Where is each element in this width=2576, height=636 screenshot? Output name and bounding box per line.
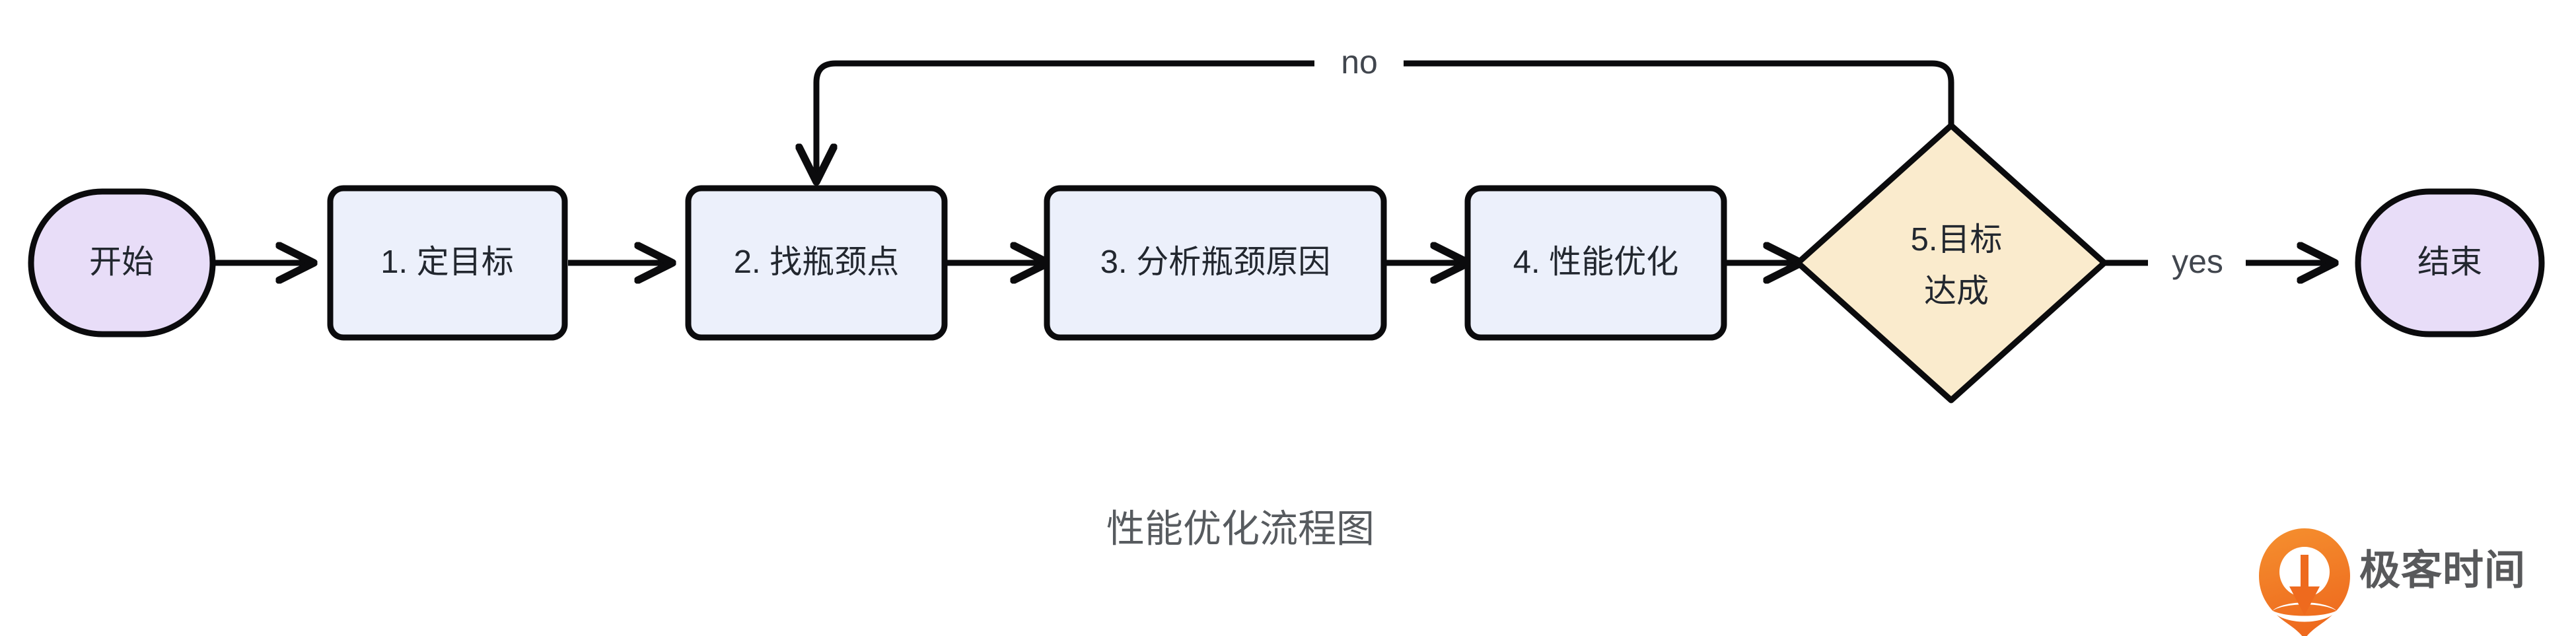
- node-end[interactable]: 结束: [2355, 188, 2545, 337]
- node-step1[interactable]: 1. 定目标: [327, 185, 568, 341]
- brand-logo-text: 极客时间: [2359, 548, 2526, 593]
- node-step2[interactable]: 2. 找瓶颈点: [685, 185, 948, 341]
- node-step1-shape: [327, 185, 568, 341]
- node-step2-label: 2. 找瓶颈点: [734, 244, 899, 280]
- node-step4-shape: [1464, 185, 1727, 341]
- node-end-label: 结束: [2417, 244, 2482, 280]
- node-step2-shape: [685, 185, 948, 341]
- node-step4-label: 4. 性能优化: [1513, 244, 1678, 280]
- node-step3-label: 3. 分析瓶颈原因: [1100, 244, 1330, 280]
- node-start-label: 开始: [89, 244, 154, 280]
- edge-label-no: no: [1341, 44, 1378, 81]
- node-start-shape: [28, 188, 216, 337]
- geektime-pin-icon: [2259, 528, 2350, 636]
- node-decision-shape: [1795, 122, 2108, 404]
- node-decision[interactable]: 5.目标 达成: [1795, 122, 2108, 404]
- diagram-caption: 性能优化流程图: [1106, 507, 1375, 550]
- node-end-shape: [2355, 188, 2545, 337]
- node-step4[interactable]: 4. 性能优化: [1464, 185, 1727, 341]
- node-step1-label: 1. 定目标: [380, 244, 513, 280]
- edge-no-left-segment: [816, 60, 1314, 178]
- node-step3-shape: [1044, 185, 1387, 341]
- node-start[interactable]: 开始: [28, 188, 216, 337]
- node-decision-label-line2: 达成: [1924, 273, 1989, 309]
- node-step3[interactable]: 3. 分析瓶颈原因: [1044, 185, 1387, 341]
- node-decision-label-line1: 5.目标: [1911, 222, 2003, 258]
- edge-label-yes: yes: [2172, 243, 2223, 280]
- brand-logo: 极客时间: [2259, 528, 2526, 636]
- edge-no-right-segment: [1404, 60, 1954, 125]
